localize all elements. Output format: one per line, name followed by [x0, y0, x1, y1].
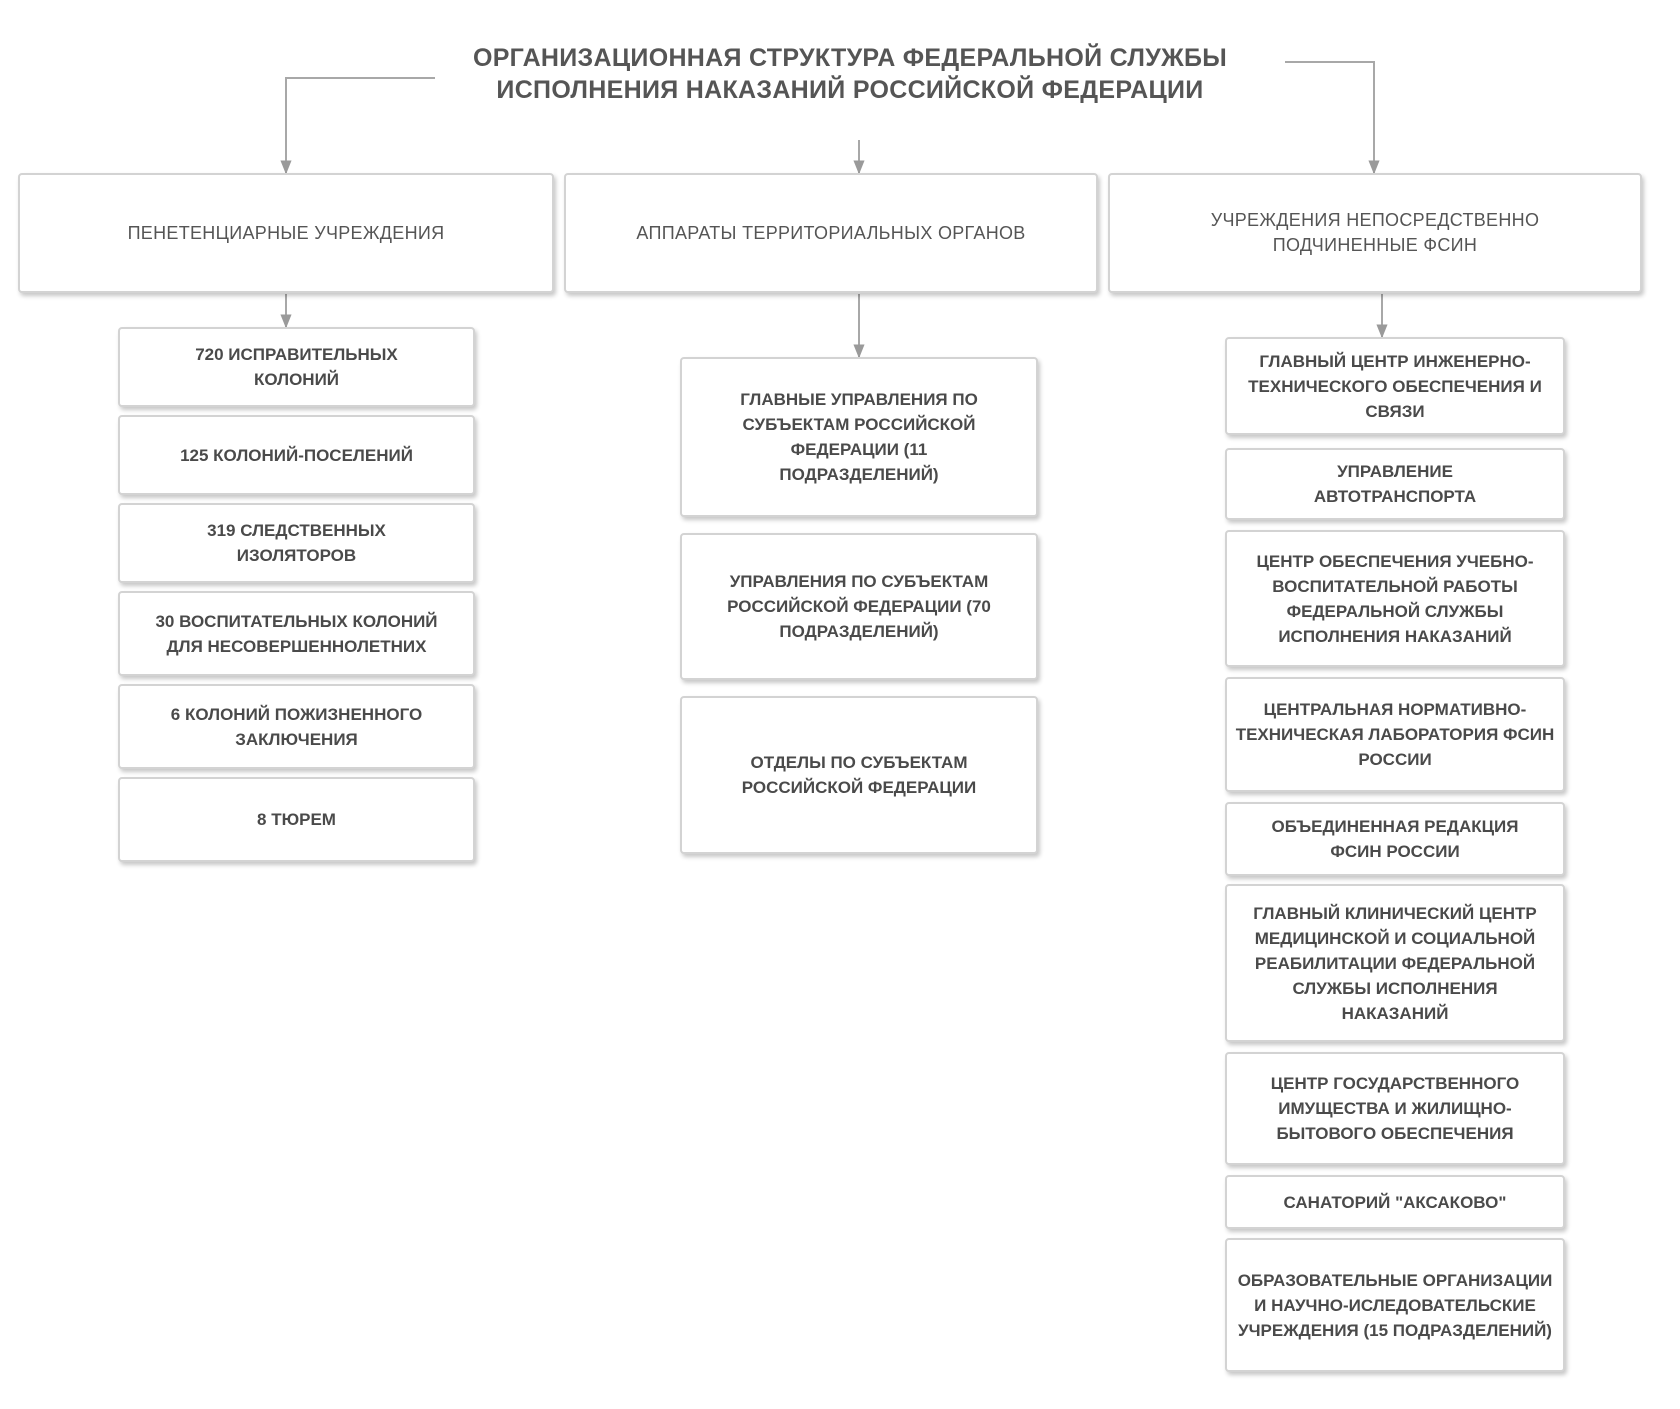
branch-subordinate: УЧРЕЖДЕНИЯ НЕПОСРЕДСТВЕННО ПОДЧИНЕННЫЕ Ф… — [1108, 173, 1642, 293]
branch-label: ПЕНЕТЕНЦИАРНЫЕ УЧРЕЖДЕНИЯ — [127, 222, 445, 243]
list-item: ГЛАВНЫЙ КЛИНИЧЕСКИЙ ЦЕНТР МЕДИЦИНСКОЙ И … — [1225, 884, 1565, 1042]
list-item: УПРАВЛЕНИЯ ПО СУБЪЕКТАМ РОССИЙСКОЙ ФЕДЕР… — [680, 533, 1038, 680]
list-item: ОБЪЕДИНЕННАЯ РЕДАКЦИЯ ФСИН РОССИИ — [1225, 802, 1565, 876]
list-item: ЦЕНТР ОБЕСПЕЧЕНИЯ УЧЕБНО-ВОСПИТАТЕЛЬНОЙ … — [1225, 530, 1565, 667]
list-item: САНАТОРИЙ "АКСАКОВО" — [1225, 1175, 1565, 1229]
branch-territorial: АППАРАТЫ ТЕРРИТОРИАЛЬНЫХ ОРГАНОВ — [564, 173, 1098, 293]
list-item: 30 ВОСПИТАТЕЛЬНЫХ КОЛОНИЙ ДЛЯ НЕСОВЕРШЕН… — [118, 591, 475, 676]
branch-label: АППАРАТЫ ТЕРРИТОРИАЛЬНЫХ ОРГАНОВ — [636, 222, 1026, 243]
title-line-1: ОРГАНИЗАЦИОННАЯ СТРУКТУРА ФЕДЕРАЛЬНОЙ СЛ… — [472, 44, 1228, 72]
connector-title-right — [1285, 61, 1380, 175]
list-item: ГЛАВНЫЕ УПРАВЛЕНИЯ ПО СУБЪЕКТАМ РОССИЙСК… — [680, 357, 1038, 517]
list-item: ГЛАВНЫЙ ЦЕНТР ИНЖЕНЕРНО-ТЕХНИЧЕСКОГО ОБЕ… — [1225, 337, 1565, 435]
list-item: 125 КОЛОНИЙ-ПОСЕЛЕНИЙ — [118, 415, 475, 495]
list-item: ЦЕНТР ГОСУДАРСТВЕННОГО ИМУЩЕСТВА И ЖИЛИЩ… — [1225, 1052, 1565, 1165]
branch-label: УЧРЕЖДЕНИЯ НЕПОСРЕДСТВЕННО ПОДЧИНЕННЫЕ Ф… — [1210, 210, 1540, 255]
list-item: ЦЕНТРАЛЬНАЯ НОРМАТИВНО-ТЕХНИЧЕСКАЯ ЛАБОР… — [1225, 677, 1565, 792]
list-item: 720 ИСПРАВИТЕЛЬНЫХ КОЛОНИЙ — [118, 327, 475, 407]
list-item: УПРАВЛЕНИЕ АВТОТРАНСПОРТА — [1225, 448, 1565, 520]
branch-penitentiary: ПЕНЕТЕНЦИАРНЫЕ УЧРЕЖДЕНИЯ — [18, 173, 554, 293]
list-item: ОТДЕЛЫ ПО СУБЪЕКТАМ РОССИЙСКОЙ ФЕДЕРАЦИИ — [680, 696, 1038, 854]
list-item: 6 КОЛОНИЙ ПОЖИЗНЕННОГО ЗАКЛЮЧЕНИЯ — [118, 684, 475, 769]
diagram-title: ОРГАНИЗАЦИОННАЯ СТРУКТУРА ФЕДЕРАЛЬНОЙ СЛ… — [420, 42, 1280, 106]
list-item: ОБРАЗОВАТЕЛЬНЫЕ ОРГАНИЗАЦИИ И НАУЧНО-ИСЛ… — [1225, 1238, 1565, 1372]
connector-title-left — [280, 77, 435, 175]
list-item: 319 СЛЕДСТВЕННЫХ ИЗОЛЯТОРОВ — [118, 503, 475, 583]
title-line-2: ИСПОЛНЕНИЯ НАКАЗАНИЙ РОССИЙСКОЙ ФЕДЕРАЦИ… — [496, 76, 1204, 104]
list-item: 8 ТЮРЕМ — [118, 777, 475, 862]
